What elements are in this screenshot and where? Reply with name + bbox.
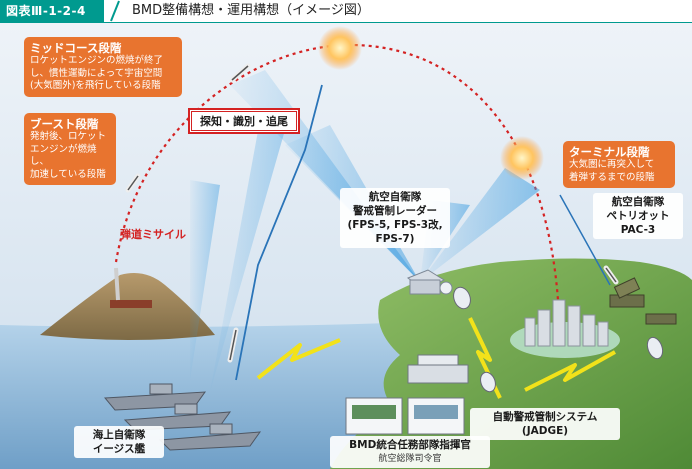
intercept-explosion-icon bbox=[318, 26, 362, 70]
aegis-label: 海上自衛隊 イージス艦 bbox=[74, 426, 164, 458]
figure-header: 図表Ⅲ-1-2-4 BMD整備構想・運用構想（イメージ図） bbox=[0, 0, 692, 22]
interceptor-icon bbox=[227, 327, 239, 363]
callout-terminal: ターミナル段階 大気圏に再突入して 着弾するまでの段階 bbox=[563, 141, 675, 188]
callout-boost: ブースト段階 発射後、ロケット エンジンが燃焼し、 加速している段階 bbox=[24, 113, 116, 185]
radar-beam bbox=[420, 168, 540, 282]
missile-icon bbox=[603, 265, 619, 285]
callout-midcourse: ミッドコース段階 ロケットエンジンの燃焼が終了 し、慣性運動によって宇宙空間 (… bbox=[24, 37, 182, 97]
header-rule bbox=[0, 22, 692, 23]
aegis-ship-icon bbox=[103, 383, 262, 451]
patriot-label: 航空自衛隊 ペトリオット PAC-3 bbox=[593, 193, 683, 239]
radar-label: 航空自衛隊 警戒管制レーダー (FPS-5, FPS-3改, FPS-7) bbox=[340, 188, 450, 248]
detect-identify-track-label: 探知・識別・追尾 bbox=[188, 108, 300, 134]
missile-launcher bbox=[110, 267, 152, 308]
jadge-label: 自動警戒管制システム (JADGE) bbox=[470, 408, 620, 440]
jadge-building-icon bbox=[407, 354, 469, 384]
pac3-interceptor-trail bbox=[559, 194, 611, 286]
radar-station-icon bbox=[406, 269, 453, 295]
aegis-beam bbox=[190, 180, 220, 380]
aegis-beam bbox=[210, 120, 285, 392]
missile-icon bbox=[229, 63, 251, 83]
sm3-interceptor-trail bbox=[235, 84, 323, 381]
radar-dish-icon bbox=[453, 286, 664, 393]
city-icon bbox=[510, 299, 620, 358]
figure-title: BMD整備構想・運用構想（イメージ図） bbox=[132, 3, 370, 18]
missile-icon bbox=[125, 173, 141, 193]
slash-decoration-icon bbox=[110, 0, 120, 22]
data-link-icon bbox=[256, 338, 341, 380]
figure-number: 図表Ⅲ-1-2-4 bbox=[0, 0, 104, 22]
patriot-launcher-icon bbox=[609, 277, 677, 325]
intercept-explosion-icon bbox=[500, 136, 544, 180]
bmd-command-label: BMD統合任務部隊指揮官 航空総隊司令官 bbox=[330, 436, 490, 468]
command-center-icon bbox=[345, 397, 465, 435]
data-link-icon bbox=[524, 350, 616, 392]
ballistic-missile-label: 弾道ミサイル bbox=[120, 228, 186, 241]
